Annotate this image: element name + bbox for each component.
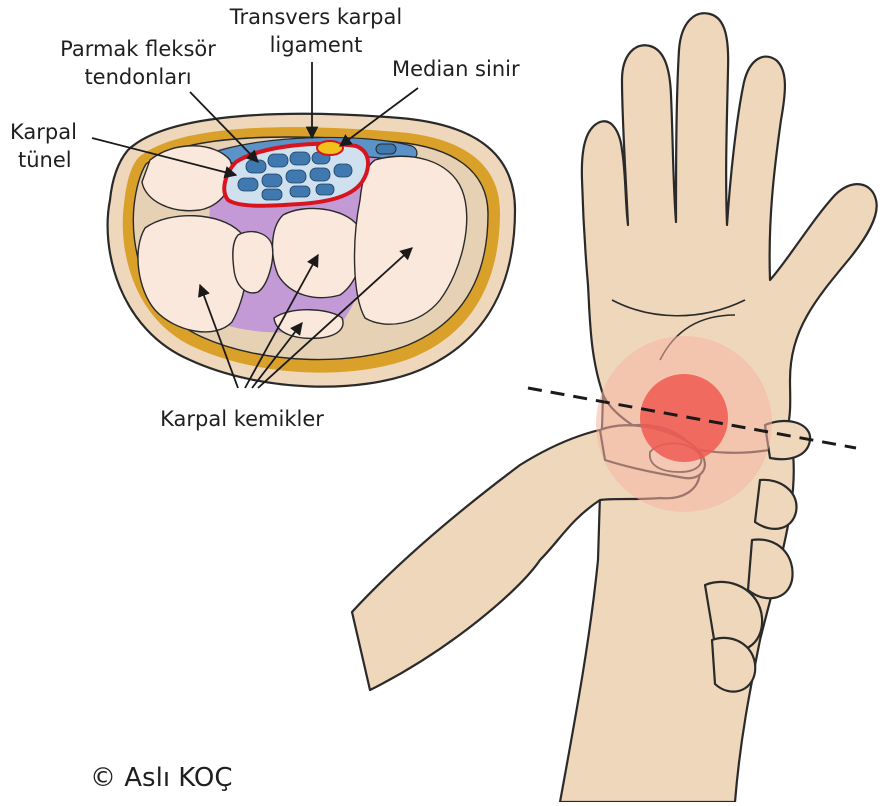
flexor-tendon	[286, 170, 306, 183]
label-flexor-tendons-line2: tendonları	[84, 65, 191, 89]
flexor-tendon	[290, 152, 310, 165]
flexor-tendon	[290, 186, 310, 197]
median-nerve	[317, 141, 343, 155]
label-transverse-ligament-line2: ligament	[270, 33, 363, 57]
wrist-cross-section	[108, 114, 515, 387]
label-flexor-tendons-line1: Parmak fleksör	[60, 37, 216, 61]
copyright-text: © Aslı KOÇ	[90, 763, 233, 793]
flexor-tendon	[262, 174, 282, 187]
label-carpal-tunnel-line2: tünel	[18, 148, 72, 172]
flexor-tendon	[268, 154, 288, 167]
carpal-bone	[273, 208, 363, 297]
flexor-tendon	[316, 184, 334, 195]
label-carpal-bones: Karpal kemikler	[160, 407, 324, 431]
label-transverse-ligament-line1: Transvers karpal	[229, 5, 402, 29]
flexor-tendon	[376, 144, 396, 154]
examiner-finger	[748, 539, 793, 598]
flexor-tendon	[262, 189, 282, 200]
label-median-nerve: Median sinir	[392, 57, 520, 81]
flexor-tendon	[238, 178, 258, 191]
flexor-tendon	[246, 160, 266, 173]
carpal-bone	[142, 146, 232, 211]
flexor-tendon	[310, 168, 330, 181]
flexor-tendon	[334, 164, 352, 177]
pain-highlight	[596, 336, 772, 512]
label-carpal-tunnel-line1: Karpal	[10, 120, 77, 144]
